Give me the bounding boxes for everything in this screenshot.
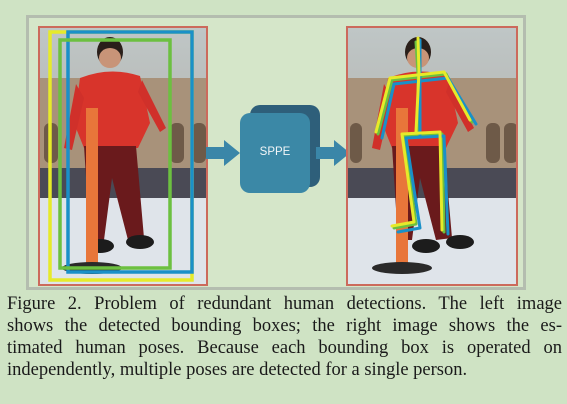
right-photo-illustration xyxy=(348,28,516,284)
pose-skeleton-yellow xyxy=(374,36,472,232)
figure-caption: Figure 2. Problem of redundant human det… xyxy=(0,293,567,381)
skater xyxy=(64,37,166,253)
caption-line-4: independently, multiple poses are detect… xyxy=(7,360,468,380)
sppe-label: SPPE xyxy=(259,146,291,158)
right-photo-poses xyxy=(346,26,518,286)
left-photo-illustration xyxy=(40,28,206,284)
sppe-block xyxy=(240,105,320,193)
caption-line-3: timated human poses. Because each boundi… xyxy=(7,338,562,358)
arrow-right-icon xyxy=(316,140,350,166)
arrow-left-icon xyxy=(206,140,240,166)
caption-line-1: Figure 2. Problem of redundant human det… xyxy=(7,294,562,314)
bounding-box-blue xyxy=(66,30,194,274)
left-photo-detections xyxy=(38,26,208,286)
orange-post xyxy=(396,108,408,268)
bounding-box-green xyxy=(58,38,172,270)
caption-line-2: shows the detected bounding boxes; the r… xyxy=(7,316,562,336)
orange-post xyxy=(86,108,98,268)
